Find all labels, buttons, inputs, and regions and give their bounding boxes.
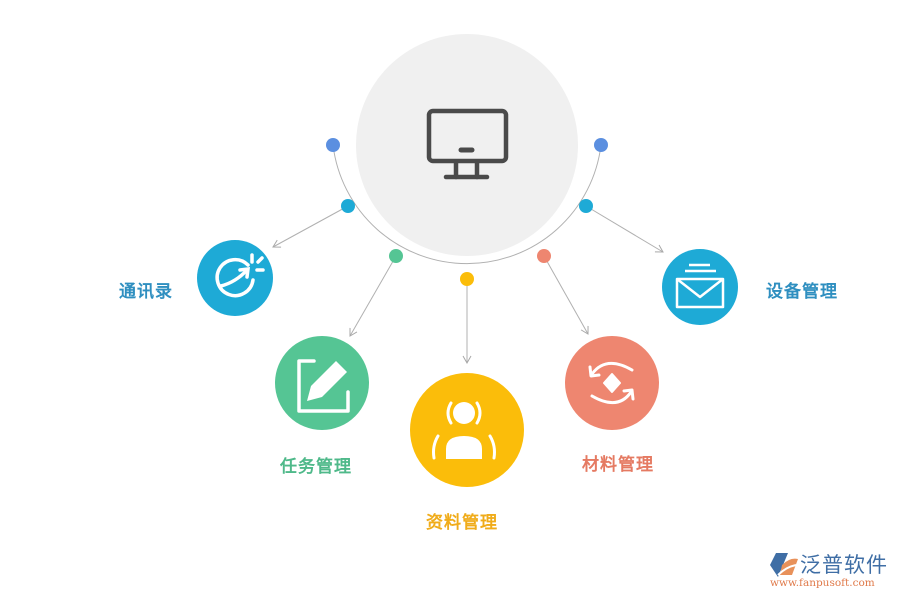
arc-dot: [594, 138, 608, 152]
center-circle: [356, 34, 578, 256]
connector-materials: [543, 255, 589, 335]
node-materials[interactable]: [565, 336, 659, 430]
node-tasks[interactable]: [275, 336, 369, 430]
node-label-materials: 材料管理: [582, 455, 654, 475]
connector-contacts: [272, 205, 349, 248]
node-contacts[interactable]: [197, 240, 273, 316]
logo-url: www.fanpusoft.com: [770, 577, 875, 589]
logo-icon: [770, 553, 798, 577]
connector-tasks: [349, 255, 397, 337]
arc-dot: [326, 138, 340, 152]
connector-equipment: [585, 205, 664, 253]
node-documents[interactable]: [410, 373, 524, 487]
arc-dot: [389, 249, 403, 263]
connector-arc: [332, 144, 602, 265]
node-documents-circle: [410, 373, 524, 487]
node-label-equipment: 设备管理: [766, 282, 838, 302]
clock-arrow-icon: [215, 253, 265, 298]
user-icon: [432, 401, 496, 460]
node-equipment[interactable]: [662, 249, 738, 325]
refresh-icon: [588, 362, 635, 404]
arc-dot: [341, 199, 355, 213]
arc-dot: [579, 199, 593, 213]
node-label-documents: 资料管理: [426, 513, 498, 533]
node-equipment-circle: [662, 249, 738, 325]
monitor-icon: [426, 108, 509, 180]
arc-dot: [460, 272, 474, 286]
mail-icon: [675, 263, 725, 309]
node-label-contacts: 通讯录: [119, 282, 173, 302]
logo-name: 泛普软件: [800, 553, 888, 577]
edit-icon: [297, 359, 350, 413]
brand-logo: 泛普软件 www.fanpusoft.com: [766, 549, 896, 595]
node-label-tasks: 任务管理: [280, 457, 352, 477]
arc-dot: [537, 249, 551, 263]
